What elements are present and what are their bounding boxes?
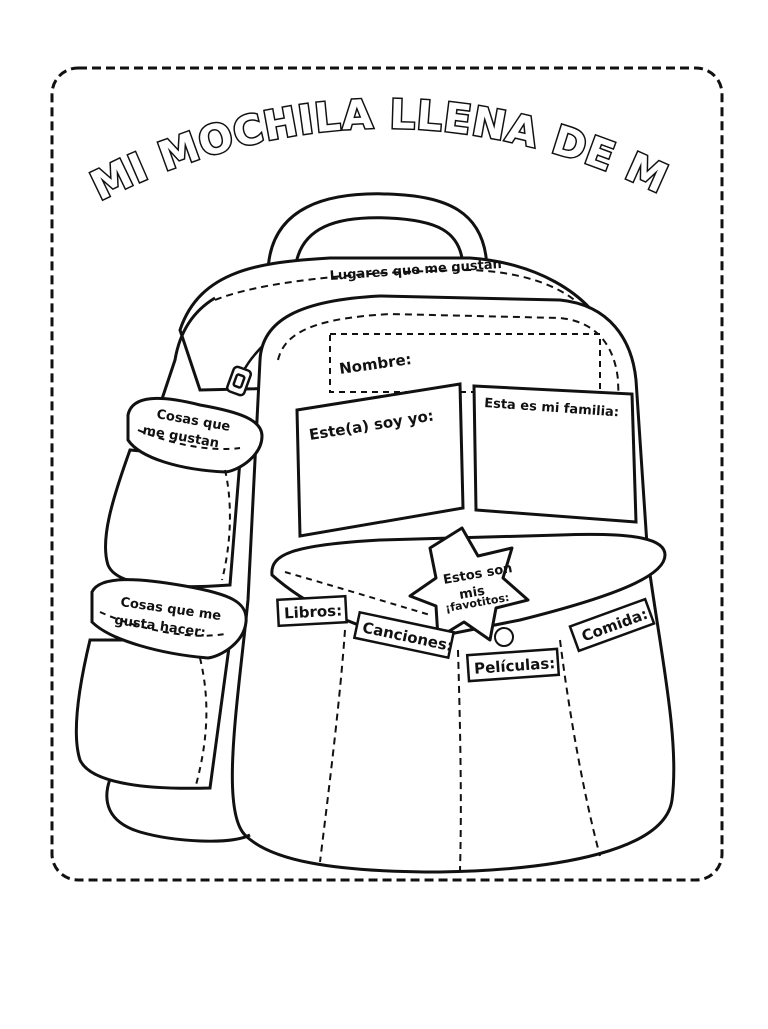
family-box: Esta es mi familia: [472,384,638,524]
movies-label: Películas: [474,654,556,678]
zipper-pull [225,329,281,397]
tag-food: Comida: [568,597,656,653]
snap-button-icon [494,627,514,647]
books-label: Libros: [284,601,343,622]
left-upper-pocket [104,396,264,589]
tag-books: Libros: [276,594,348,628]
page-title: ¡MI MOCHILA LLENA DE MI! [0,0,675,210]
tag-movies: Películas: [465,647,561,683]
handle [266,192,489,273]
self-portrait-box: Este(a) soy yo: [295,382,465,538]
star-label-line2: mis [458,584,486,603]
left-lower-pocket [74,578,248,790]
dashed-border [50,66,724,882]
name-field: Nombre: [329,333,601,393]
